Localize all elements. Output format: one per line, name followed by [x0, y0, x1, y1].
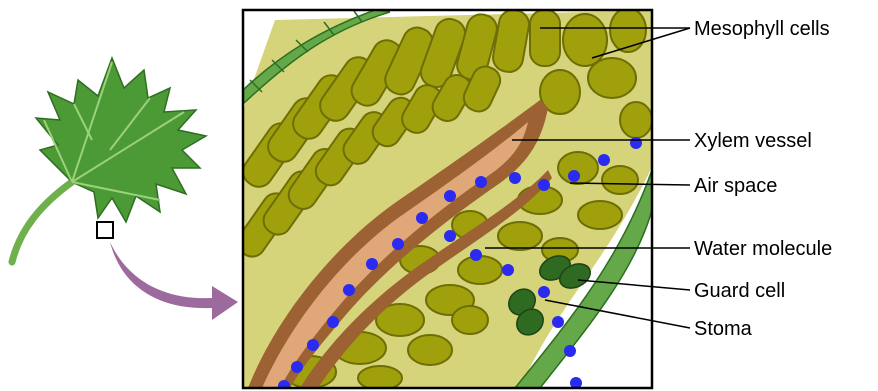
- leaf-blade: [36, 58, 206, 222]
- label-mesophyll-cells: Mesophyll cells: [694, 18, 830, 40]
- zoom-arrow: [110, 242, 238, 320]
- label-stoma: Stoma: [694, 318, 753, 340]
- magnified-region-box: [97, 222, 113, 238]
- label-water-molecule: Water molecule: [694, 238, 832, 260]
- leaf-stem: [12, 182, 72, 262]
- label-xylem-vessel: Xylem vessel: [694, 130, 812, 152]
- label-guard-cell: Guard cell: [694, 280, 785, 302]
- leaf-illustration: [12, 58, 238, 320]
- label-air-space: Air space: [694, 175, 777, 197]
